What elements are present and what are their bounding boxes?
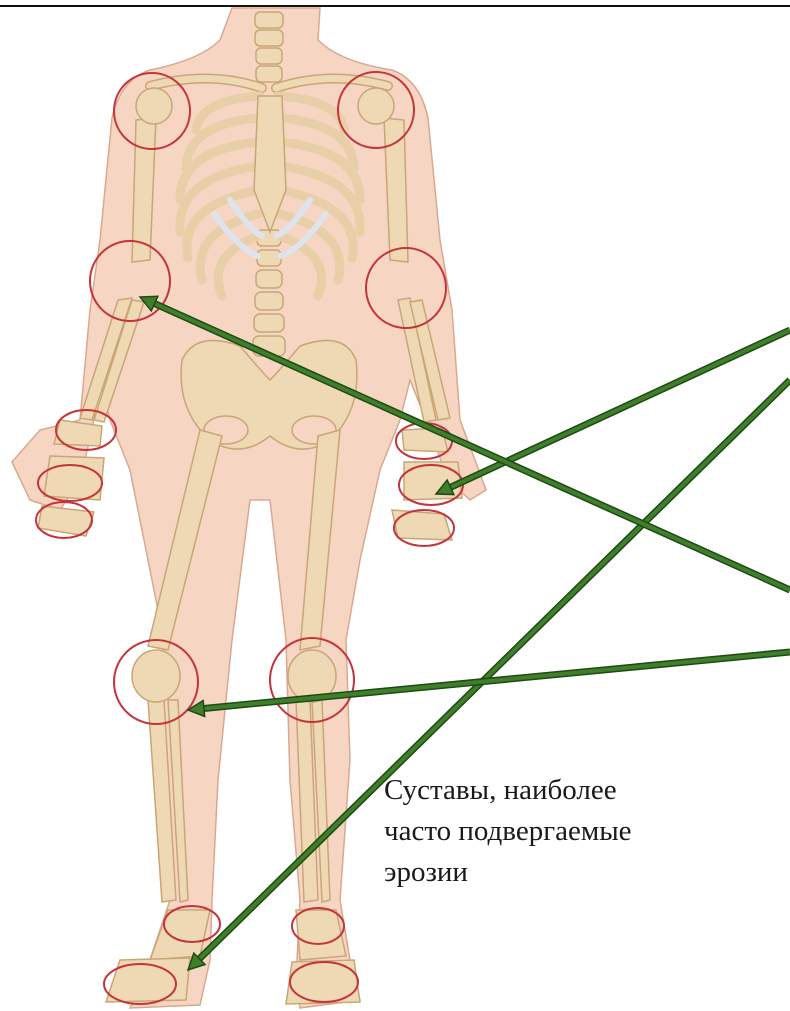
caption-line-1: Суставы, наиболее bbox=[384, 770, 784, 811]
arrow-to-left-knuckles bbox=[436, 330, 790, 495]
caption: Суставы, наиболее часто подвергаемые эро… bbox=[384, 770, 784, 893]
caption-line-2: часто подвергаемые bbox=[384, 811, 784, 852]
arrow-to-right-knee bbox=[188, 652, 790, 716]
caption-line-3: эрозии bbox=[384, 852, 784, 893]
